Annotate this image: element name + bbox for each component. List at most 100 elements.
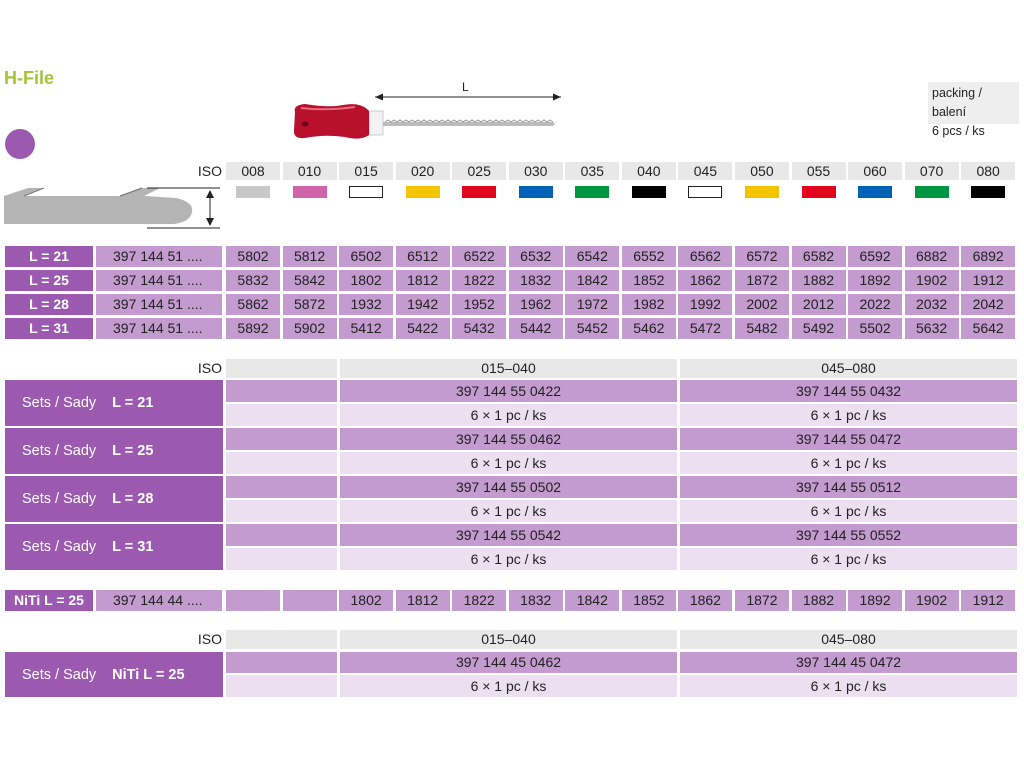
niti-sets-blank-bottom [226,675,337,697]
set-row-blank-bottom [226,548,337,570]
length-row-cell: 5452 [565,318,620,339]
set-row-code-b: 397 144 55 0432 [680,380,1017,402]
iso-color-swatch [858,186,893,198]
sets-iso-blank [226,359,337,378]
length-row-cell: 1892 [848,270,903,291]
length-row-cell: 1912 [961,270,1016,291]
length-row-cell: 5832 [226,270,280,291]
iso-size-header: 060 [848,162,903,180]
set-row-pack-a: 6 × 1 pc / ks [340,548,677,570]
length-row-cell: 6582 [791,246,846,267]
niti-row-cell: 1812 [395,590,450,611]
length-row-cell: 1802 [339,270,394,291]
set-row-pack-a: 6 × 1 pc / ks [340,404,677,426]
length-row-cell: 6562 [678,246,733,267]
niti-row-cell [282,590,337,611]
niti-sets-iso-label: ISO [197,631,222,647]
niti-row-cell: 1882 [791,590,846,611]
set-row-blank-bottom [226,452,337,474]
set-row-name: Sets / Sady [22,491,97,507]
length-row-article: 397 144 51 .... [96,246,222,267]
length-row-cell: 5482 [734,318,789,339]
length-row-label: L = 25 [5,270,93,291]
niti-row-cell: 1902 [904,590,959,611]
iso-size-header: 080 [961,162,1016,180]
length-row-cell: 6882 [904,246,959,267]
niti-sets-length: NiTi L = 25 [112,666,185,683]
set-row-pack-a: 6 × 1 pc / ks [340,452,677,474]
niti-sets-pack-b: 6 × 1 pc / ks [680,675,1017,697]
length-row-cell: 5492 [791,318,846,339]
niti-sets-code-a: 397 144 45 0462 [340,652,677,673]
length-row-cell: 1902 [904,270,959,291]
sets-range-a: 015–040 [340,359,677,378]
iso-size-header: 030 [508,162,563,180]
iso-color-swatch [349,186,384,198]
set-row-length: L = 21 [112,395,154,411]
length-row-cell: 6572 [734,246,789,267]
page-title: H-File [4,68,55,88]
length-row-cell: 6522 [452,246,507,267]
niti-sets-pack-a: 6 × 1 pc / ks [340,675,677,697]
set-row-name: Sets / Sady [22,395,97,411]
length-row-cell: 5422 [395,318,450,339]
iso-color-swatch [405,186,440,198]
color-dot-icon [5,129,35,159]
length-row-cell: 5802 [226,246,280,267]
packing-info-box: packing / balení 6 pcs / ks [928,82,1019,138]
length-row-cell: 5842 [282,270,337,291]
set-row-code-a: 397 144 55 0502 [340,476,677,498]
length-row-cell: 5812 [282,246,337,267]
length-row-cell: 1962 [508,294,563,315]
length-row-cell: 5462 [621,318,676,339]
length-row-cell: 5632 [904,318,959,339]
length-row-cell: 1862 [678,270,733,291]
length-row-cell: 1932 [339,294,394,315]
iso-size-header: 020 [395,162,450,180]
iso-color-swatch [236,186,270,198]
length-row-cell: 2042 [961,294,1016,315]
set-row-name: Sets / Sady [22,539,97,555]
length-row-article: 397 144 51 .... [96,318,222,339]
length-row-cell: 2022 [848,294,903,315]
length-row-label: L = 21 [5,246,93,267]
set-row-code-a: 397 144 55 0462 [340,428,677,450]
iso-size-header: 045 [678,162,733,180]
niti-row-cell: 1832 [508,590,563,611]
niti-row-cell: 1872 [734,590,789,611]
iso-size-header: 055 [791,162,846,180]
length-row-cell: 6592 [848,246,903,267]
sets-range-b: 045–080 [680,359,1017,378]
length-row-cell: 2012 [791,294,846,315]
length-row-cell: 5872 [282,294,337,315]
set-row-code-a: 397 144 55 0542 [340,524,677,546]
length-row-cell: 1952 [452,294,507,315]
iso-size-header: 035 [565,162,620,180]
length-row-cell: 1992 [678,294,733,315]
iso-color-swatch [914,186,949,198]
length-row-label: L = 28 [5,294,93,315]
set-row-blank-top [226,476,337,498]
length-row-cell: 6512 [395,246,450,267]
iso-size-header: 008 [226,162,280,180]
iso-color-swatch [631,186,666,198]
set-row-code-a: 397 144 55 0422 [340,380,677,402]
length-row-cell: 1852 [621,270,676,291]
set-row-label: Sets / Sady L = 21 [5,380,223,426]
iso-color-swatch [744,186,779,198]
length-label: L [462,80,469,94]
length-row-cell: 6532 [508,246,563,267]
niti-row-cell: 1802 [339,590,394,611]
set-row-code-b: 397 144 55 0552 [680,524,1017,546]
length-row-cell: 5902 [282,318,337,339]
length-row-cell: 1942 [395,294,450,315]
iso-size-header: 040 [621,162,676,180]
length-row-cell: 5642 [961,318,1016,339]
length-row-cell: 1812 [395,270,450,291]
set-row-blank-top [226,428,337,450]
iso-size-header: 050 [734,162,789,180]
niti-sets-code-b: 397 144 45 0472 [680,652,1017,673]
set-row-pack-a: 6 × 1 pc / ks [340,500,677,522]
